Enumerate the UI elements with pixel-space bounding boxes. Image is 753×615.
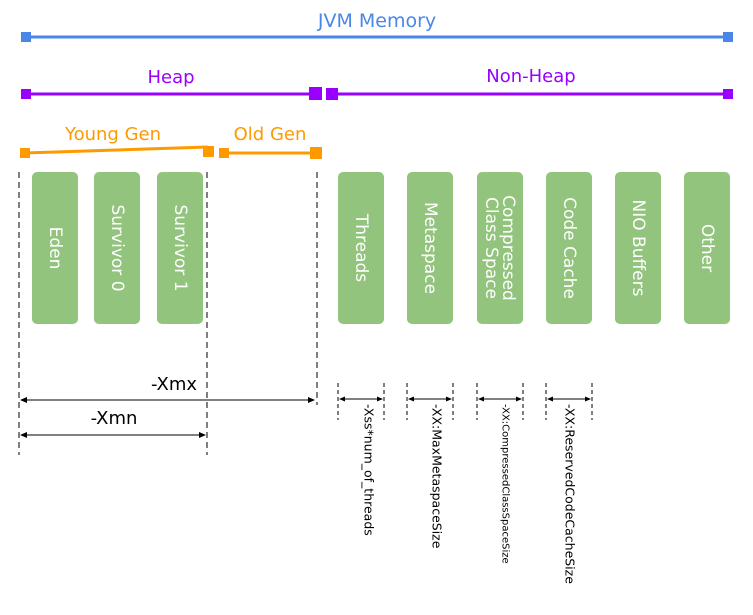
non-heap-label: Non-Heap	[486, 66, 575, 87]
other-label: Other	[697, 224, 717, 272]
old-gen-bar	[219, 147, 322, 159]
code-cache-label: Code Cache	[559, 197, 579, 299]
compressed-class-space-flag-label: -XX:CompressedClassSpaceSize	[500, 404, 511, 564]
threads-flag-label: -Xss*num_of_threads	[362, 404, 377, 536]
metaspace-flag-label: -XX:MaxMetaspaceSize	[430, 404, 445, 549]
survivor-1-label: Survivor 1	[170, 204, 190, 291]
young-gen-label: Young Gen	[64, 124, 161, 145]
metaspace-label: Metaspace	[420, 202, 440, 294]
jvm-memory-title: JVM Memory	[317, 10, 436, 32]
eden-box: Eden	[32, 172, 78, 324]
metaspace-box: Metaspace	[407, 172, 453, 324]
compressed-class-space-box: Compressed Class Space	[477, 172, 523, 324]
code-cache-flag-label: -XX:ReservedCodeCacheSize	[563, 404, 578, 584]
survivor-0-label: Survivor 0	[107, 204, 127, 291]
xmx-arrow	[20, 397, 315, 403]
xmn-label: -Xmn	[91, 408, 138, 429]
threads-label: Threads	[351, 213, 371, 282]
old-gen-label: Old Gen	[234, 124, 307, 145]
xmn-arrow	[20, 432, 206, 438]
heap-label: Heap	[147, 67, 194, 88]
young-gen-bar	[20, 145, 214, 158]
survivor-0-box: Survivor 0	[94, 172, 140, 324]
other-box: Other	[684, 172, 730, 324]
nio-buffers-box: NIO Buffers	[615, 172, 661, 324]
nonheap-guides	[337, 383, 593, 420]
jvm-memory-bar	[21, 32, 733, 42]
compressed-class-space-label-line1: Compressed	[498, 195, 518, 301]
survivor-1-box: Survivor 1	[157, 172, 203, 324]
eden-label: Eden	[45, 227, 65, 270]
non-heap-bar	[326, 88, 733, 100]
code-cache-box: Code Cache	[546, 172, 592, 324]
xmx-label: -Xmx	[151, 374, 197, 395]
nio-buffers-label: NIO Buffers	[628, 200, 648, 297]
heap-bar	[21, 87, 322, 100]
compressed-class-space-label-line2: Class Space	[481, 197, 501, 299]
threads-box: Threads	[338, 172, 384, 324]
heap-guides	[18, 172, 318, 455]
nonheap-arrows	[339, 396, 591, 402]
